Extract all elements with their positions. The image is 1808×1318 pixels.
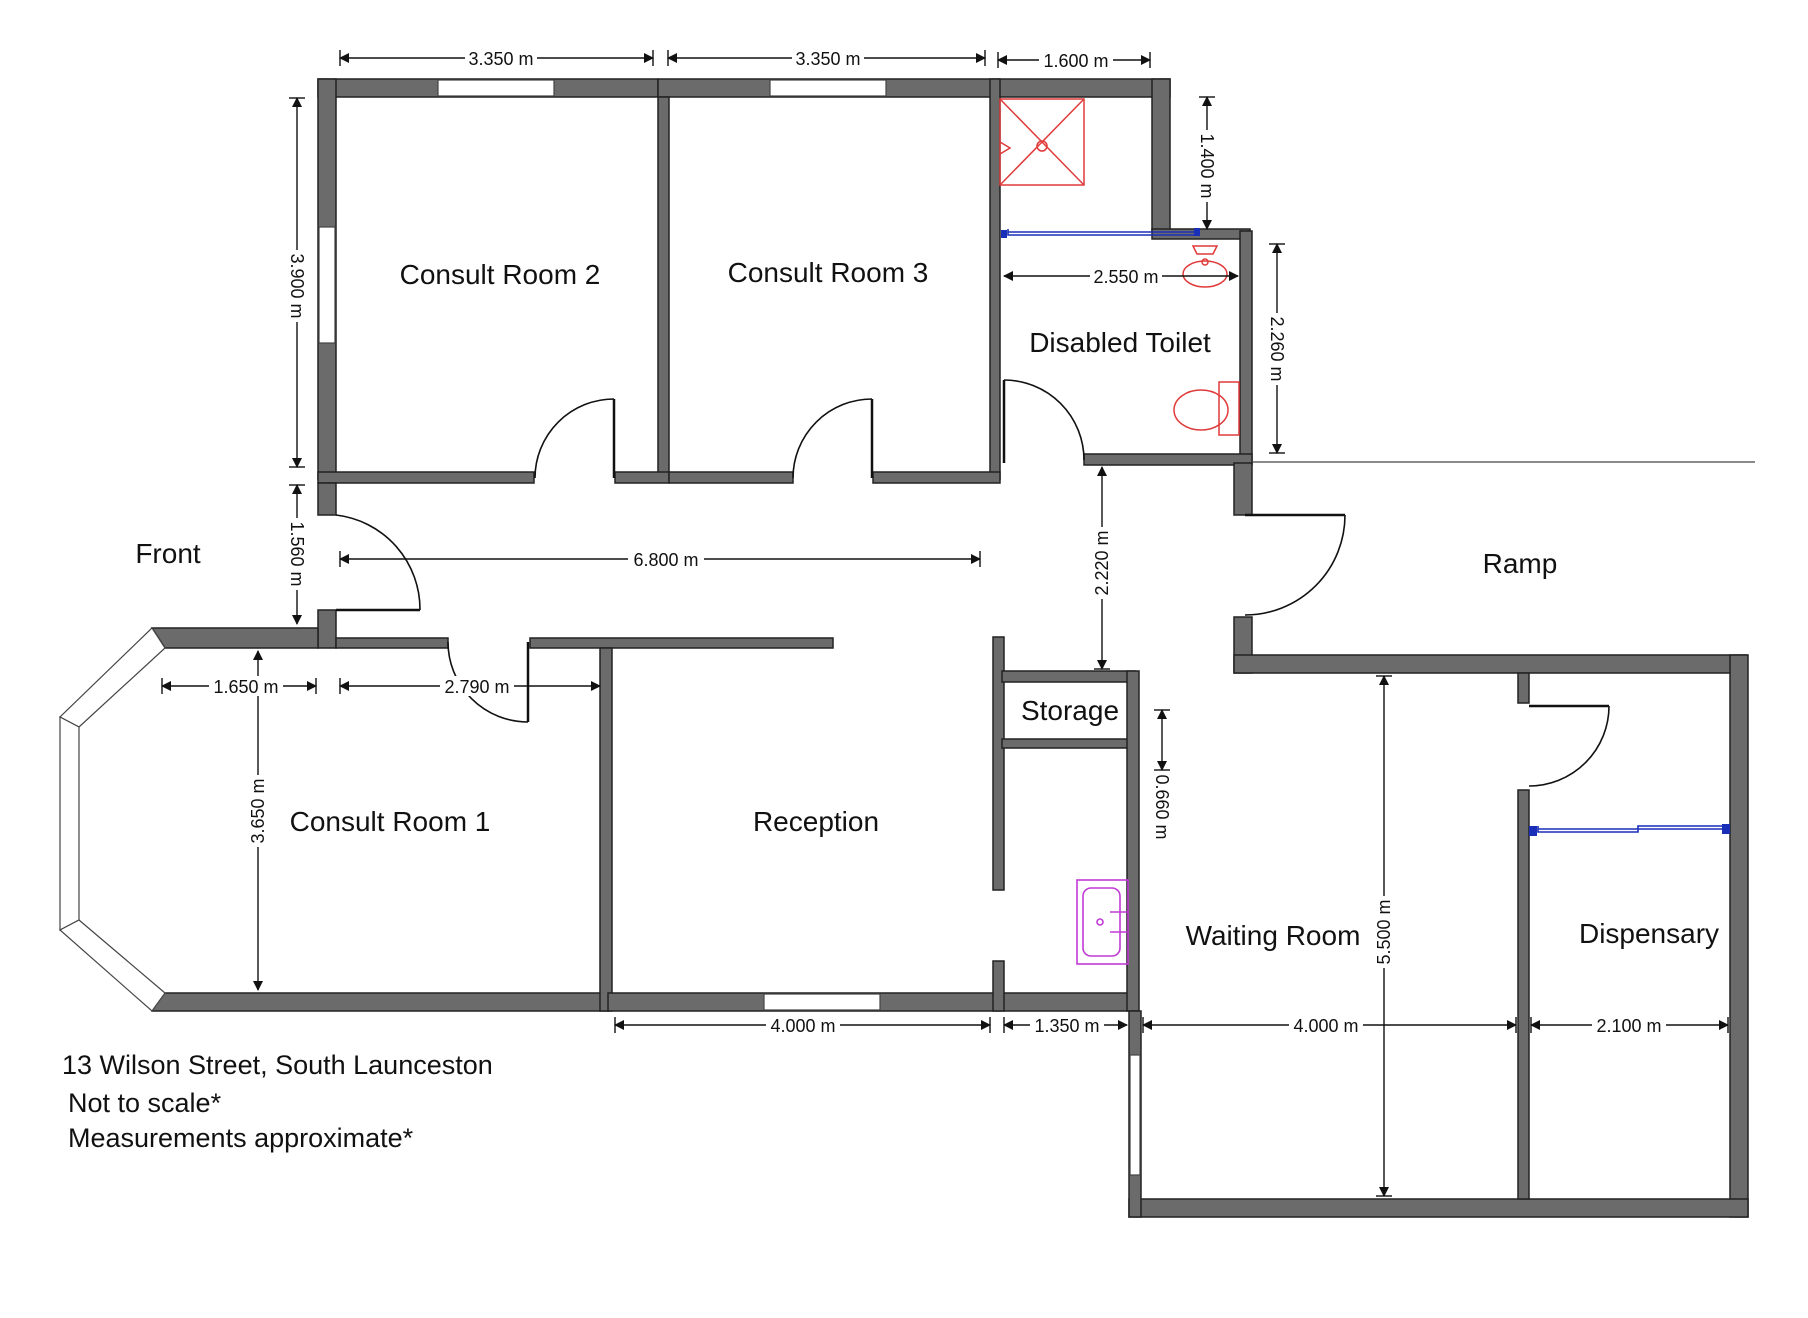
door-ramp-swing xyxy=(1244,514,1346,616)
room-label-reception: Reception xyxy=(753,806,879,837)
dispensary-rail-icon xyxy=(1529,824,1730,836)
wall-partition-2-3 xyxy=(657,96,670,474)
dim-label-consult1-width: 2.790 m xyxy=(444,677,509,697)
dim-label-bay-depth: 1.650 m xyxy=(213,677,278,697)
wall-bottom-consult2-b xyxy=(614,471,670,484)
dim-label-dispensary-width: 2.100 m xyxy=(1596,1016,1661,1036)
wall-waiting-right xyxy=(1729,654,1749,1218)
windows xyxy=(58,79,1141,1176)
fixtures xyxy=(999,98,1730,965)
toilet-basin-icon xyxy=(1182,245,1228,288)
walls xyxy=(150,78,1749,1218)
wall-corridor-top-left xyxy=(335,637,449,649)
wall-right-consult3 xyxy=(989,78,1001,480)
dim-label-top-mid: 3.350 m xyxy=(795,49,860,69)
window-bay-middle xyxy=(59,716,80,931)
door-front-swing xyxy=(335,514,421,611)
wall-bottom-consult3-a xyxy=(668,471,794,484)
wall-bay-top xyxy=(150,627,319,649)
wall-consult1-bottom xyxy=(151,992,609,1012)
door-dispensary-swing xyxy=(1528,705,1610,787)
door-toilet-swing xyxy=(1003,379,1085,461)
wall-storage-mid xyxy=(1001,738,1136,749)
dim-label-storage-height: 0.660 m xyxy=(1152,774,1172,839)
room-label-waiting-room: Waiting Room xyxy=(1186,920,1361,951)
reception-sink-icon xyxy=(1076,879,1129,965)
wall-waiting-bottom xyxy=(1128,1198,1749,1218)
dim-label-top-right: 1.600 m xyxy=(1043,51,1108,71)
dim-label-hall-width: 1.560 m xyxy=(287,521,307,586)
window-reception-bottom xyxy=(763,993,881,1011)
doors xyxy=(335,379,1610,787)
dim-label-toilet-height: 2.260 m xyxy=(1267,316,1287,381)
window-waiting-left xyxy=(1129,1054,1141,1176)
wall-bottom-consult2-a xyxy=(317,471,535,484)
toilet-pan-icon xyxy=(1173,381,1240,436)
window-bay-lower xyxy=(58,919,166,1012)
wall-hall-left-top xyxy=(317,482,337,516)
room-label-consult-room-3: Consult Room 3 xyxy=(728,257,929,288)
window-consult3-top xyxy=(769,79,887,97)
dim-label-consult2-height: 3.900 m xyxy=(287,253,307,318)
scale-note: Not to scale* xyxy=(68,1088,222,1118)
wall-storage-right xyxy=(1126,670,1140,1012)
wall-dispensary-top-stub xyxy=(1517,672,1530,704)
room-label-front: Front xyxy=(135,538,201,569)
door-consult2-swing xyxy=(534,398,615,479)
window-consult2-top xyxy=(437,79,555,97)
shower-icon xyxy=(999,98,1085,186)
wall-right-shower xyxy=(1151,78,1171,232)
dim-label-toilet-width: 2.550 m xyxy=(1093,267,1158,287)
dim-label-waiting-height: 5.500 m xyxy=(1374,899,1394,964)
wall-top-shower xyxy=(997,78,1171,98)
door-consult1-swing xyxy=(447,641,529,723)
wall-waiting-top xyxy=(1233,654,1748,674)
dim-label-hall-length: 6.800 m xyxy=(633,550,698,570)
wall-dispensary-partition xyxy=(1517,789,1530,1200)
wall-storage-top xyxy=(1001,670,1136,683)
wall-corridor-stub xyxy=(1233,462,1253,516)
wall-bottom-consult3-b xyxy=(872,471,1001,484)
room-label-consult-room-1: Consult Room 1 xyxy=(290,806,491,837)
address-note: 13 Wilson Street, South Launceston xyxy=(62,1050,493,1080)
wall-hall-left-bottom xyxy=(317,609,337,649)
wall-corridor-top-right xyxy=(529,637,834,649)
room-label-storage: Storage xyxy=(1021,695,1119,726)
room-label-dispensary: Dispensary xyxy=(1579,918,1719,949)
dim-label-consult1-height: 3.650 m xyxy=(248,778,268,843)
measurements-note: Measurements approximate* xyxy=(68,1123,414,1153)
wall-reception-storage-stub-top xyxy=(992,636,1005,891)
dim-label-waiting-width: 4.000 m xyxy=(1293,1016,1358,1036)
dim-label-top-left: 3.350 m xyxy=(468,49,533,69)
grab-rail-icon xyxy=(1001,228,1200,238)
dim-label-storage-width: 1.350 m xyxy=(1034,1016,1099,1036)
room-label-ramp: Ramp xyxy=(1483,548,1558,579)
door-consult3-swing xyxy=(792,398,873,479)
room-label-consult-room-2: Consult Room 2 xyxy=(400,259,601,290)
room-label-disabled-toilet: Disabled Toilet xyxy=(1029,327,1211,358)
dimension-lines xyxy=(161,50,1729,1197)
dim-label-shower-depth: 1.400 m xyxy=(1197,133,1217,198)
room-labels: Consult Room 2 Consult Room 3 Disabled T… xyxy=(135,257,1719,951)
window-bay-upper xyxy=(58,627,166,728)
dim-label-passage-depth: 2.220 m xyxy=(1092,530,1112,595)
window-consult2-left xyxy=(318,226,336,344)
wall-toilet-right xyxy=(1239,230,1253,464)
dimension-labels: 3.350 m 3.350 m 1.600 m 1.400 m 3.900 m … xyxy=(209,48,1666,1036)
wall-reception-storage-stub-bottom xyxy=(992,960,1005,1012)
wall-shower-bottom-step xyxy=(1151,228,1251,240)
dim-label-reception-width: 4.000 m xyxy=(770,1016,835,1036)
wall-consult1-reception-partition xyxy=(599,647,613,1012)
wall-toilet-bottom xyxy=(1083,453,1253,466)
